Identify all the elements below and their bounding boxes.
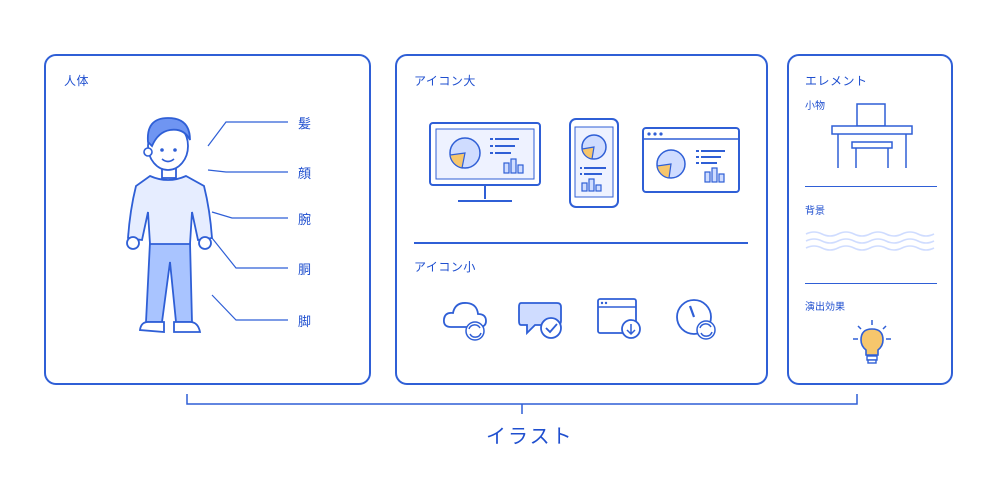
part-label-torso: 胴 <box>298 263 312 278</box>
lightbulb-icon <box>853 320 891 364</box>
element-label-background: 背景 <box>805 206 825 217</box>
elements-panel-title: エレメント <box>805 74 868 88</box>
icons-divider <box>414 242 748 244</box>
part-label-arm: 腕 <box>298 213 312 228</box>
part-label-leg: 脚 <box>298 315 312 330</box>
illustration-label: イラスト <box>486 424 574 448</box>
wave-background-icon <box>805 231 935 251</box>
cloud-sync-icon <box>442 302 487 341</box>
desk-chair-icon <box>831 103 913 168</box>
monitor-chart-icon <box>429 122 541 202</box>
body-panel-title: 人体 <box>64 74 90 88</box>
icons-small-title: アイコン小 <box>414 260 476 274</box>
elements-divider-2 <box>805 283 937 284</box>
part-label-hair: 髪 <box>298 117 312 132</box>
timer-refresh-icon <box>676 299 716 340</box>
elements-divider-1 <box>805 186 937 187</box>
element-label-effects: 演出効果 <box>805 302 845 313</box>
phone-chart-icon <box>569 118 619 208</box>
part-label-face: 顔 <box>298 167 312 182</box>
element-label-small-items: 小物 <box>805 101 825 112</box>
chat-check-icon <box>518 302 562 339</box>
browser-chart-icon <box>642 127 740 193</box>
window-download-icon <box>597 298 641 339</box>
icons-large-title: アイコン大 <box>414 74 476 88</box>
